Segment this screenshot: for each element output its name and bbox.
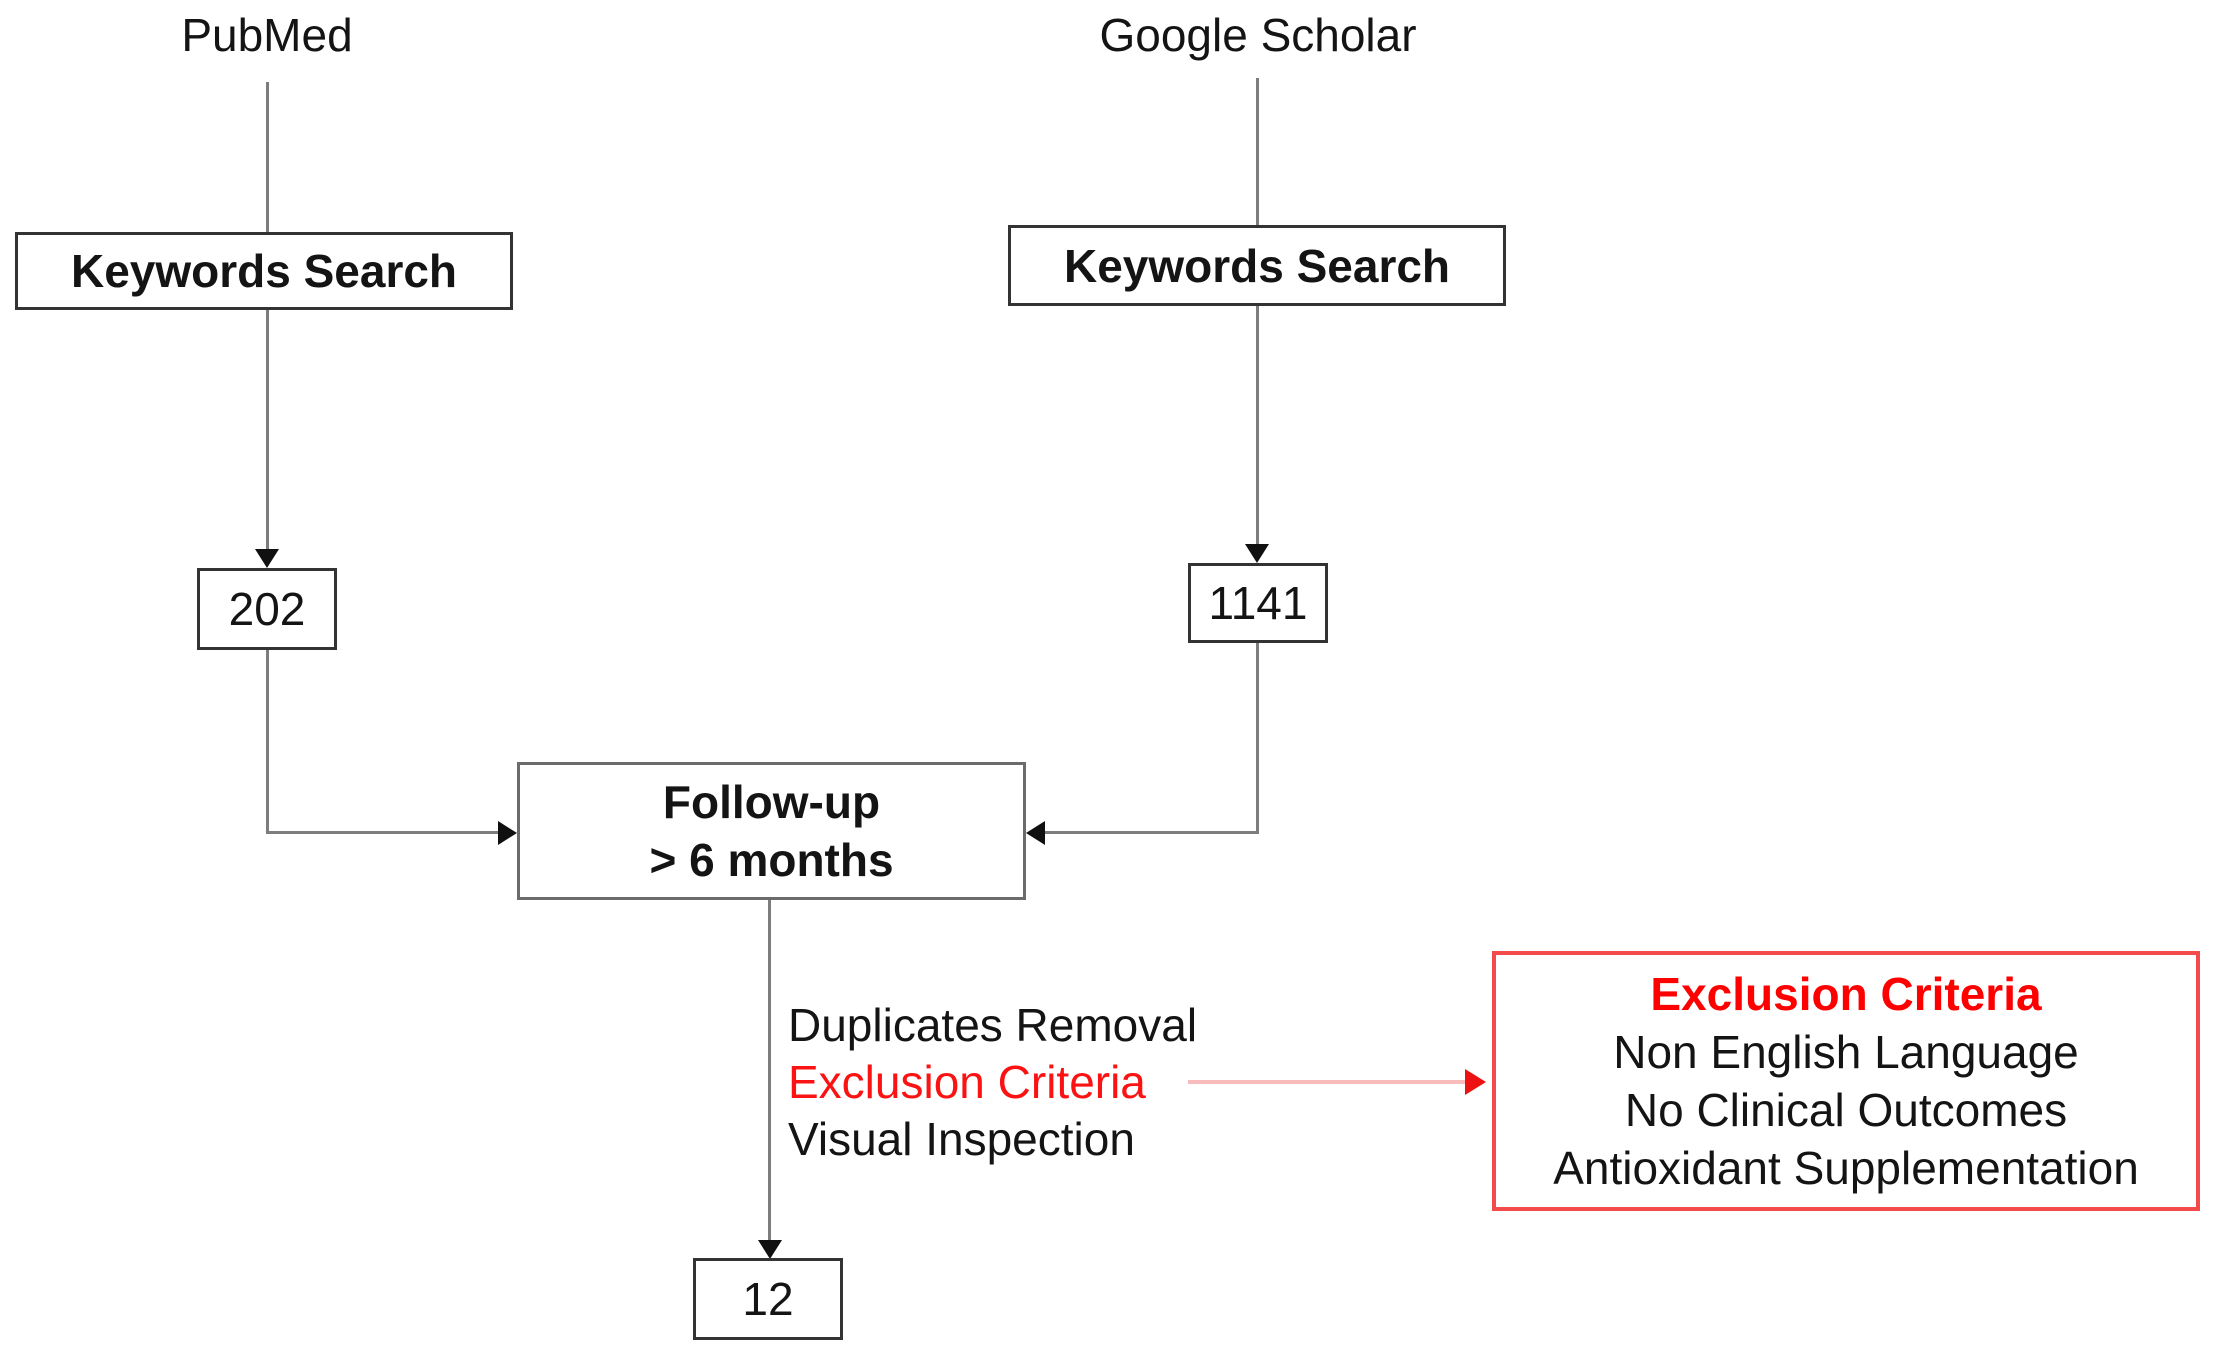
connector-1141-elbow-vertical — [1256, 643, 1259, 834]
filter-step-duplicates: Duplicates Removal — [788, 999, 1198, 1051]
pubmed-label: PubMed — [181, 9, 353, 61]
keywords-search-label-right: Keywords Search — [1063, 239, 1451, 292]
final-count: 12 — [742, 1273, 794, 1325]
pubmed-count: 202 — [228, 583, 306, 635]
google-scholar-label: Google Scholar — [1099, 9, 1417, 61]
filter-steps: Duplicates Removal Exclusion Criteria Vi… — [788, 997, 1197, 1168]
arrowhead-down-202 — [255, 549, 279, 568]
followup-line2: > 6 months — [649, 834, 894, 886]
exclusion-item-outcomes: No Clinical Outcomes — [1624, 1084, 2068, 1136]
keywords-search-box-left: Keywords Search — [15, 232, 513, 310]
exclusion-criteria-box: Exclusion Criteria Non English Language … — [1492, 951, 2200, 1211]
exclusion-item-antioxidant: Antioxidant Supplementation — [1553, 1142, 2139, 1194]
arrowhead-left-followup — [1026, 821, 1045, 845]
keywords-search-box-right: Keywords Search — [1008, 225, 1506, 306]
connector-followup-final — [768, 900, 771, 1241]
arrowhead-red-exclusion — [1465, 1069, 1486, 1095]
connector-pubmed-keywords — [266, 82, 269, 232]
connector-keywords-202 — [266, 310, 269, 550]
arrowhead-down-1141 — [1245, 544, 1269, 563]
google-scholar-count-box: 1141 — [1188, 563, 1328, 643]
followup-box: Follow-up > 6 months — [517, 762, 1026, 900]
connector-1141-elbow-horizontal — [1044, 831, 1258, 834]
connector-exclusion-arrow-line — [1188, 1080, 1468, 1084]
exclusion-item-language: Non English Language — [1613, 1026, 2079, 1078]
arrowhead-right-followup — [498, 821, 517, 845]
arrowhead-down-final — [758, 1240, 782, 1259]
filter-step-exclusion: Exclusion Criteria — [788, 1056, 1146, 1108]
keywords-search-label-left: Keywords Search — [70, 245, 458, 297]
connector-202-elbow-horizontal — [266, 831, 499, 834]
followup-line1: Follow-up — [662, 776, 881, 828]
connector-keywords-1141 — [1256, 306, 1259, 545]
final-count-box: 12 — [693, 1258, 843, 1340]
google-scholar-count: 1141 — [1208, 577, 1308, 629]
connector-scholar-keywords — [1256, 78, 1259, 225]
connector-202-elbow-vertical — [266, 650, 269, 834]
pubmed-count-box: 202 — [197, 568, 337, 650]
filter-step-visual: Visual Inspection — [788, 1113, 1135, 1165]
exclusion-criteria-title: Exclusion Criteria — [1650, 968, 2042, 1020]
